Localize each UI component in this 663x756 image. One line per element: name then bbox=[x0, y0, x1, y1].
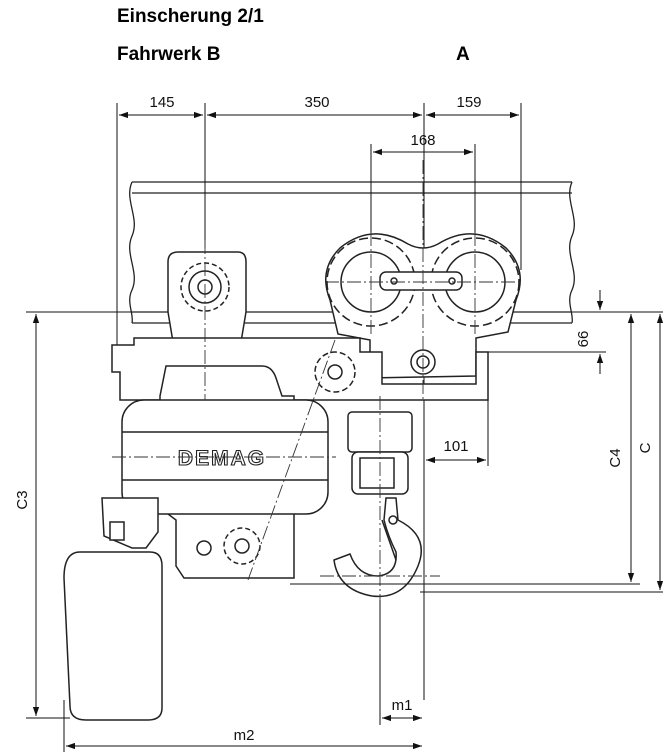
dim-350-label: 350 bbox=[304, 94, 329, 111]
hook-block bbox=[333, 411, 422, 598]
variant-label: A bbox=[456, 44, 470, 65]
dimension-c3 bbox=[26, 311, 132, 719]
dim-145-label: 145 bbox=[149, 94, 174, 111]
dim-m2-label: m2 bbox=[234, 727, 255, 744]
dimension-right bbox=[290, 290, 663, 593]
dim-101-label: 101 bbox=[443, 438, 468, 455]
dim-168-label: 168 bbox=[410, 132, 435, 149]
dim-m1-label: m1 bbox=[392, 697, 413, 714]
control-box bbox=[63, 497, 163, 721]
dim-66-label: 66 bbox=[575, 331, 592, 348]
reeving-title: Einscherung 2/1 bbox=[117, 6, 264, 27]
dimension-101 bbox=[426, 400, 489, 466]
dimension-bottom bbox=[63, 600, 422, 752]
demag-logo: DEMAG bbox=[178, 447, 266, 470]
dim-c4-label: C4 bbox=[607, 448, 624, 467]
dim-159-label: 159 bbox=[456, 94, 481, 111]
centerlines bbox=[112, 160, 522, 600]
trolley-label: Fahrwerk B bbox=[117, 44, 221, 65]
dimension-top bbox=[116, 103, 522, 700]
dim-c3-label: C3 bbox=[14, 490, 31, 509]
dim-c-label: C bbox=[637, 442, 654, 453]
